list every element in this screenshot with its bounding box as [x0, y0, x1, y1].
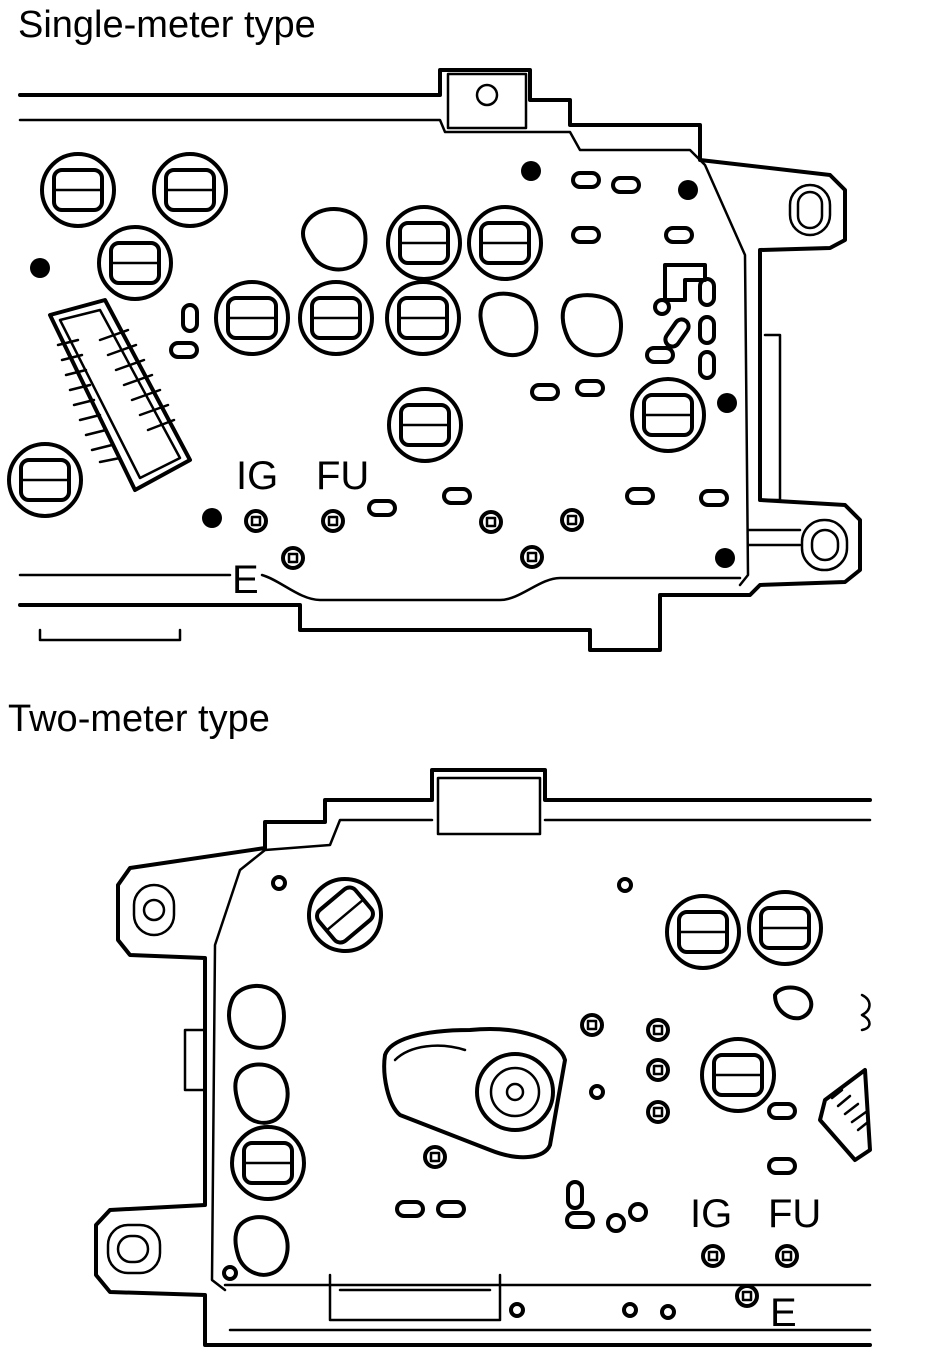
- single-meter-title: Single-meter type: [18, 4, 316, 46]
- two-meter-gauge-mechanism: [382, 1027, 567, 1160]
- single-meter-housing: [18, 68, 862, 652]
- single-meter-connector-clip: [48, 298, 192, 492]
- two-meter-diagram: IG FU E: [94, 768, 872, 1347]
- two-meter-slots: [395, 1102, 797, 1233]
- single-meter-mounting-holes: [30, 161, 737, 568]
- single-meter-diagram: IG FU E: [7, 68, 862, 652]
- two-fu-label: FU: [768, 1192, 821, 1236]
- two-meter-connector-clip: [818, 993, 872, 1162]
- single-ig-label: IG: [236, 454, 278, 498]
- two-meter-housing: [94, 768, 872, 1347]
- two-e-label: E: [770, 1291, 797, 1335]
- single-e-label: E: [232, 558, 259, 602]
- two-meter-mounting-holes: [222, 875, 676, 1320]
- two-meter-blobs: [227, 984, 814, 1277]
- single-meter-blobs: [301, 206, 623, 358]
- two-meter-title: Two-meter type: [8, 698, 270, 740]
- single-meter-terminal-screws: [244, 508, 584, 570]
- two-ig-label: IG: [690, 1192, 732, 1236]
- single-meter-slots: [169, 171, 729, 517]
- single-fu-label: FU: [316, 454, 369, 498]
